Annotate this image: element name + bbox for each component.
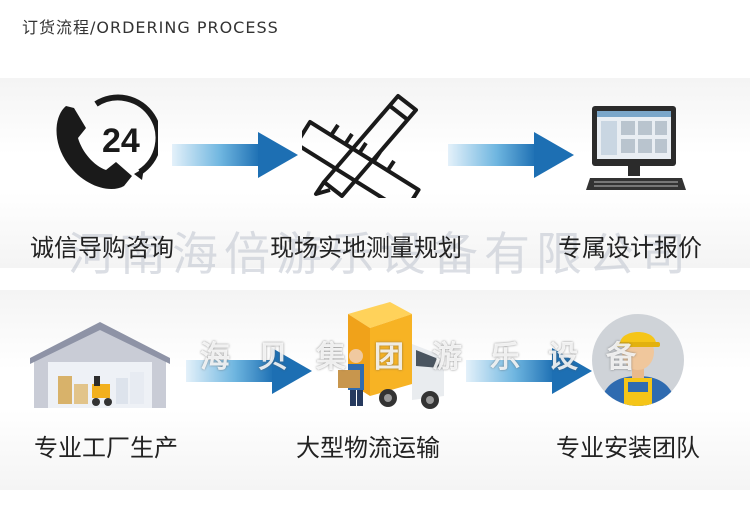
page-title: 订货流程/ORDERING PROCESS <box>22 18 279 37</box>
factory-warehouse-icon <box>30 318 170 410</box>
pencil-ruler-icon <box>294 86 426 214</box>
computer-monitor-icon <box>586 104 686 192</box>
step-label-production: 专业工厂生产 <box>34 434 178 462</box>
company-watermark: 河南海倍游乐设备有限公司 <box>68 227 692 281</box>
step-label-logistics: 大型物流运输 <box>296 434 440 462</box>
arrow-icon <box>172 132 298 182</box>
arrow-icon <box>448 132 574 182</box>
phone-badge-text: 24 <box>102 122 140 160</box>
delivery-truck-icon <box>326 300 454 416</box>
phone-24-icon: 24 <box>48 94 162 194</box>
worker-icon <box>590 312 686 408</box>
step-label-installation: 专业安装团队 <box>556 434 700 462</box>
brand-watermark: 海贝集团游乐设备 <box>200 340 664 375</box>
step-label-quote: 专属设计报价 <box>558 234 702 262</box>
arrow-icon <box>186 348 312 398</box>
arrow-icon <box>466 348 592 398</box>
step-label-survey: 现场实地测量规划 <box>270 234 462 262</box>
step-label-consult: 诚信导购咨询 <box>30 234 174 262</box>
